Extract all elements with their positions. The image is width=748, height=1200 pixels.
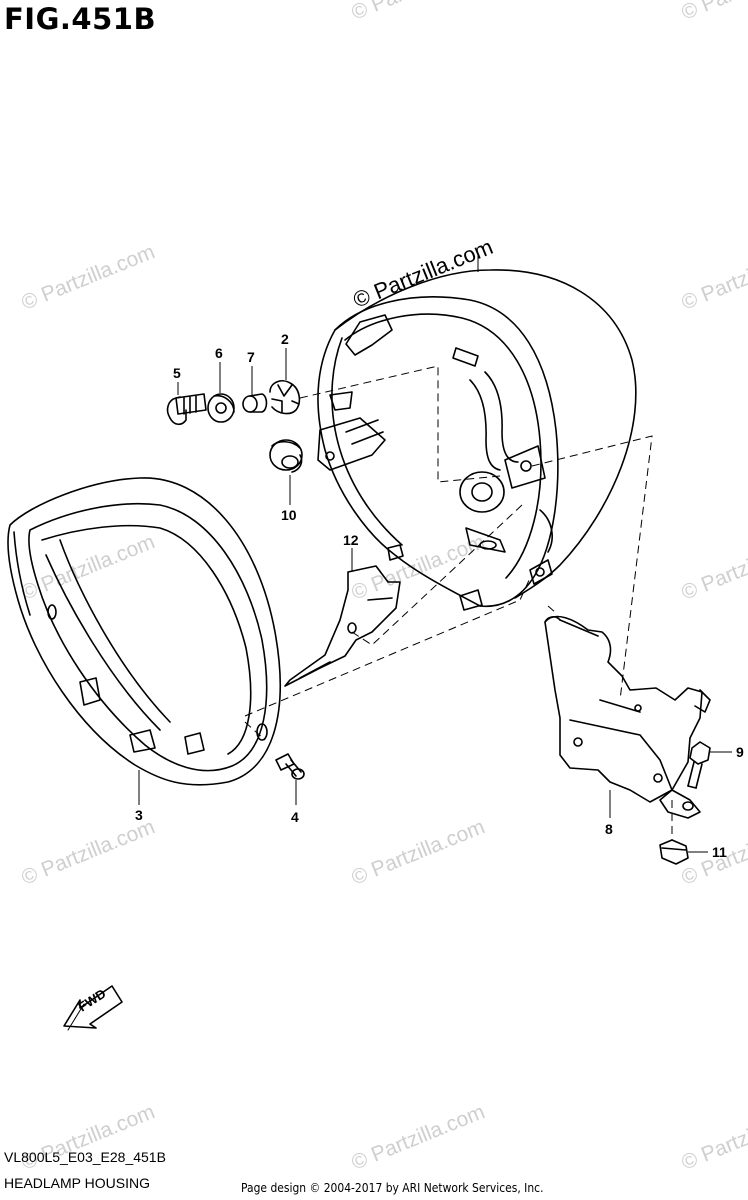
fwd-arrow-icon <box>63 985 123 1031</box>
watermark: © Partzilla.com <box>18 815 158 889</box>
assembly-line <box>299 365 501 483</box>
fwd-label: FWD <box>75 986 108 1015</box>
callout-part-4[interactable]: 4 <box>291 809 299 825</box>
screw-part-4 <box>275 753 305 780</box>
watermark: © Partzilla.com <box>348 1100 488 1174</box>
bracket-part-12 <box>284 565 401 687</box>
assembly-line <box>351 504 523 646</box>
callout-part-8[interactable]: 8 <box>605 821 613 837</box>
page-credit: Page design © 2004-2017 by ARI Network S… <box>241 1180 544 1195</box>
watermark: © Partzilla.com <box>18 240 158 314</box>
assembly-line <box>244 721 266 741</box>
assembly-line <box>547 605 556 613</box>
assembly-line <box>244 577 531 717</box>
bolt-part-5 <box>166 393 207 426</box>
watermark: © Partzilla.com <box>348 0 488 25</box>
figure-title: FIG.451B <box>4 2 157 36</box>
diagram-caption: HEADLAMP HOUSING <box>4 1175 150 1191</box>
cushion-part-2 <box>269 380 301 415</box>
nut-part-11 <box>659 839 689 865</box>
callout-part-11[interactable]: 11 <box>712 844 727 860</box>
bracket-part-8 <box>544 615 711 819</box>
watermark: © Partzilla.com <box>678 530 748 604</box>
callout-part-6[interactable]: 6 <box>215 345 223 361</box>
callout-part-2[interactable]: 2 <box>281 331 289 347</box>
watermark: © Partzilla.com <box>18 530 158 604</box>
bolt-part-9 <box>687 741 711 789</box>
callout-part-10[interactable]: 10 <box>281 507 297 523</box>
grommet-part-10 <box>269 439 303 473</box>
callout-part-3[interactable]: 3 <box>135 807 143 823</box>
headlamp-housing-shell <box>317 269 637 611</box>
callout-part-9[interactable]: 9 <box>736 744 744 760</box>
washer-part-6 <box>207 393 235 423</box>
assembly-line <box>531 435 653 701</box>
headlamp-rim <box>7 477 281 786</box>
callout-part-5[interactable]: 5 <box>173 365 181 381</box>
callout-part-12[interactable]: 12 <box>343 532 359 548</box>
collar-part-7 <box>242 393 268 413</box>
watermark: © Partzilla.com <box>348 815 488 889</box>
watermark: © Partzilla.com <box>678 0 748 25</box>
watermark: © Partzilla.com <box>678 240 748 314</box>
callout-part-7[interactable]: 7 <box>247 349 255 365</box>
watermark: © Partzilla.com <box>678 1100 748 1174</box>
diagram-code: VL800L5_E03_E28_451B <box>4 1149 166 1165</box>
callouts: 2 3 4 5 6 7 8 9 10 11 12 <box>135 331 744 860</box>
watermark-layer: © Partzilla.com © Partzilla.com © Partzi… <box>18 0 748 1175</box>
